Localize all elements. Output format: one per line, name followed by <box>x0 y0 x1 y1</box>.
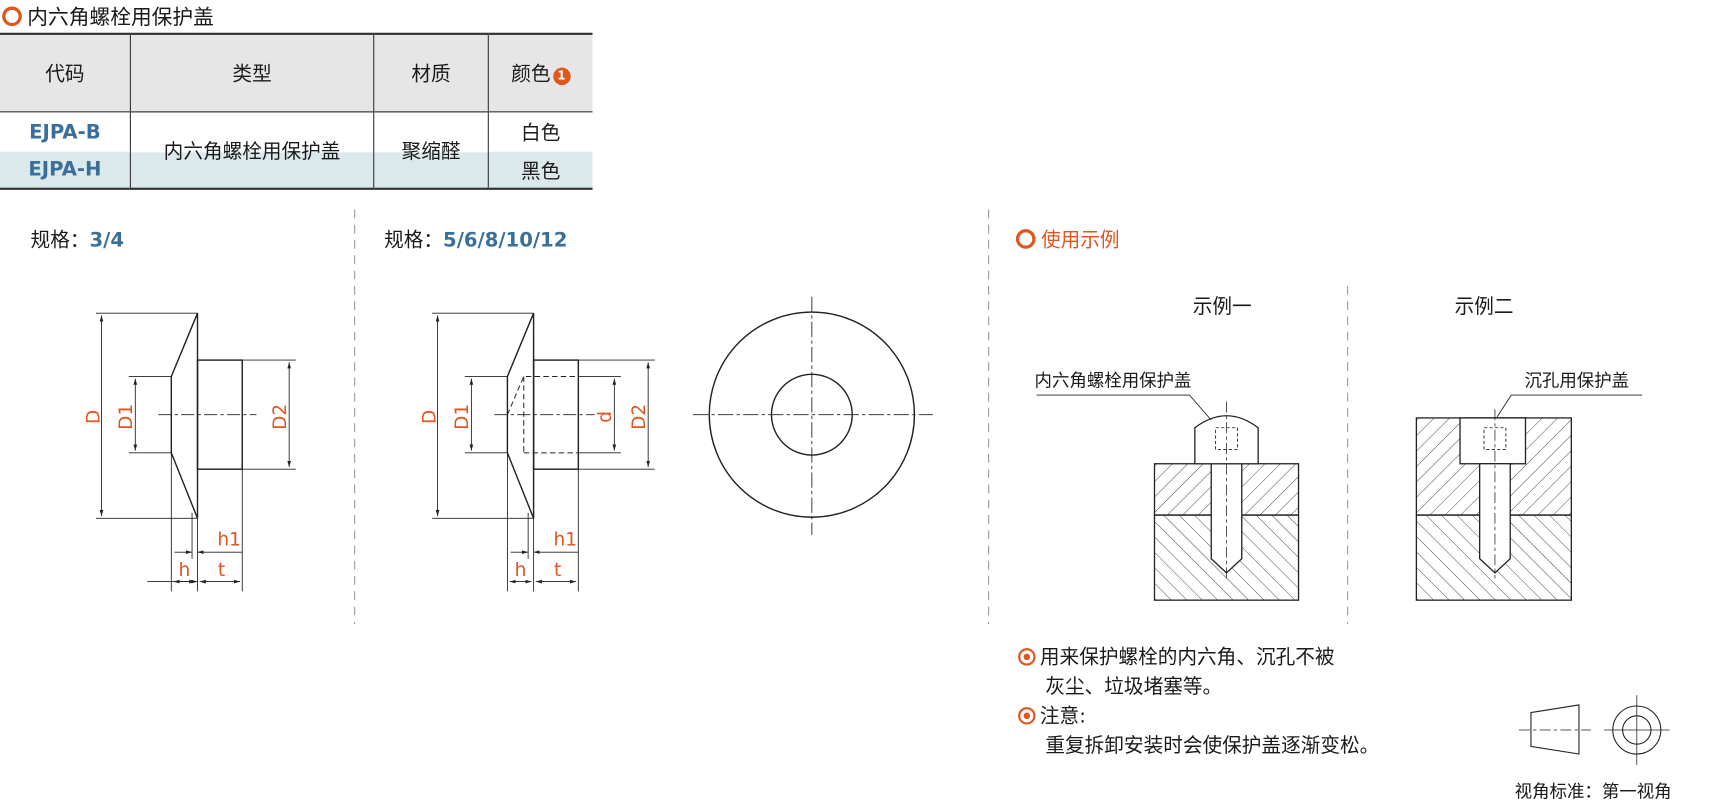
dim-D1: D1 <box>116 404 137 430</box>
header-material: 材质 <box>373 32 489 113</box>
section-title-text: 内六角螺栓用保护盖 <box>27 5 214 30</box>
note-1: 用来保护螺栓的内六角、沉孔不被 <box>1018 643 1379 672</box>
spec-value: 3/4 <box>89 229 124 253</box>
table-row: EJPA-B 内六角螺栓用保护盖 聚缩醛 白色 <box>0 111 593 190</box>
note-title: 注意: <box>1039 704 1086 728</box>
header-type: 类型 <box>129 32 374 113</box>
example1-label: 内六角螺栓用保护盖 <box>1035 371 1192 391</box>
section-title: 内六角螺栓用保护盖 <box>2 1 214 30</box>
dim-D: D <box>419 410 440 424</box>
drawing-size-3-4 <box>96 312 296 592</box>
circle-bullet-icon <box>1015 229 1036 249</box>
example2-caption: 示例二 <box>1455 295 1514 318</box>
example-captions: 示例一 示例二 内六角螺栓用保护盖 沉孔用保护盖 <box>1035 295 1630 391</box>
note-text: 重复拆卸安装时会使保护盖逐渐变松。 <box>1045 734 1380 758</box>
dim-h: h <box>179 560 191 581</box>
usage-title: 使用示例 <box>1015 225 1120 253</box>
notes: 用来保护螺栓的内六角、沉孔不被 灰尘、垃圾堵塞等。 注意: 重复拆卸安装时会使保… <box>1018 643 1379 761</box>
target-bullet-icon <box>1018 648 1036 666</box>
code-cell: EJPA-B <box>29 120 101 144</box>
note-2: 注意: <box>1018 702 1379 731</box>
dim-D2: D2 <box>629 404 650 430</box>
type-cell: 内六角螺栓用保护盖 <box>129 111 374 190</box>
dim-D: D <box>83 410 104 424</box>
dim-d: d <box>595 411 616 423</box>
dimension-labels-1: D D1 D2 h t h1 <box>83 404 291 581</box>
example2-drawing <box>1415 394 1643 601</box>
circle-bullet-icon <box>2 6 22 27</box>
dim-D1: D1 <box>452 404 473 430</box>
projection-label: 视角标准：第一视角 <box>1515 783 1672 803</box>
spec-label-large: 规格：5/6/8/10/12 <box>384 225 567 253</box>
spec-label: 规格： <box>30 229 90 253</box>
dimension-labels-2: D D1 d D2 h t h1 <box>419 404 650 581</box>
color-cell: 黑色 <box>487 151 593 190</box>
material-cell: 聚缩醛 <box>373 111 489 190</box>
color-cell: 白色 <box>487 111 593 152</box>
header-code: 代码 <box>0 32 131 113</box>
dim-t: t <box>218 560 225 581</box>
dim-h: h <box>515 560 527 581</box>
note-badge: 1 <box>552 67 571 86</box>
example1-caption: 示例一 <box>1193 295 1252 318</box>
spec-value: 5/6/8/10/12 <box>443 229 568 253</box>
usage-title-text: 使用示例 <box>1041 229 1120 253</box>
drawing-size-5-12 <box>432 296 933 592</box>
note-text: 灰尘、垃圾堵塞等。 <box>1045 675 1223 699</box>
target-bullet-icon <box>1018 707 1036 725</box>
code-cell: EJPA-H <box>0 151 131 190</box>
dim-t: t <box>554 560 561 581</box>
first-angle-projection-icon <box>1518 695 1670 765</box>
example2-label: 沉孔用保护盖 <box>1524 371 1629 391</box>
spec-label-small: 规格：3/4 <box>31 225 124 253</box>
spec-label: 规格： <box>384 229 444 253</box>
dim-h1: h1 <box>217 530 241 551</box>
table-row: EJPA-H 黑色 <box>0 151 593 190</box>
note-text: 用来保护螺栓的内六角、沉孔不被 <box>1039 645 1335 669</box>
header-color-text: 颜色 <box>511 63 551 87</box>
dim-h1: h1 <box>553 530 577 551</box>
dim-D2: D2 <box>270 404 291 430</box>
example1-drawing <box>1036 394 1300 601</box>
